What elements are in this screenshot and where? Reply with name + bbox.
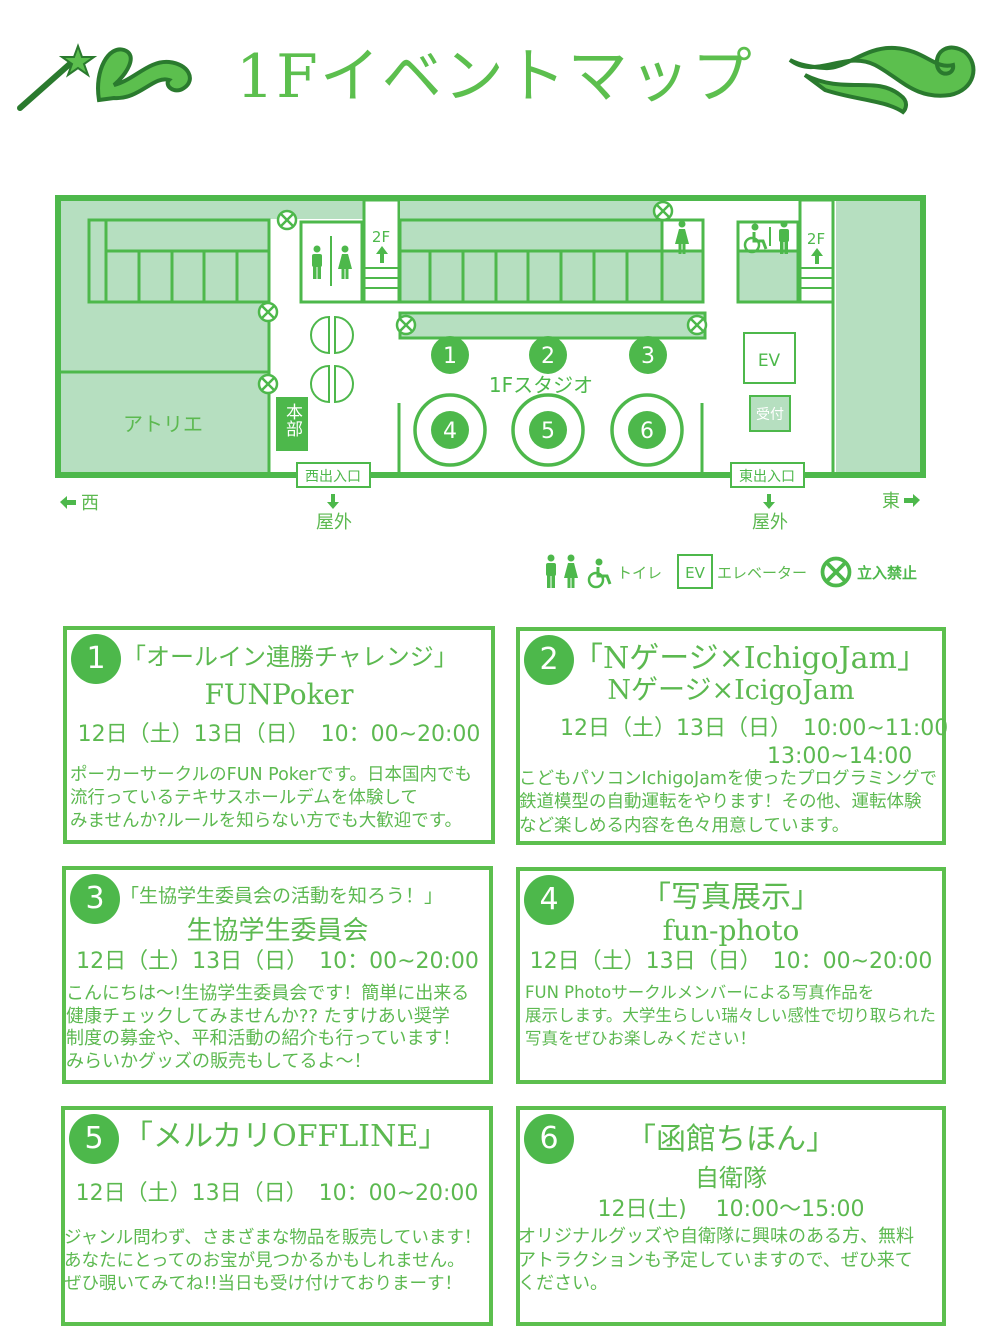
event-organizer: fun-photo [662, 914, 800, 948]
atelier-label: アトリエ [123, 412, 203, 436]
event-title: 「メルカリOFFLINE」 [123, 1119, 449, 1154]
stairs-label-east: 2F [807, 230, 825, 248]
arrow-down-icons [327, 494, 775, 509]
legend-toilet-label: トイレ [617, 564, 662, 582]
legend-elevator-label: エレベーター [717, 564, 807, 582]
event-title: 「生協学生委員会の活動を知ろう！」 [120, 884, 444, 907]
booth-markers: 1 2 3 4 5 6 [413, 336, 684, 467]
event-number-badge: 3 [70, 874, 120, 924]
event-organizer: 生協学生委員会 [186, 916, 369, 947]
legend-no-entry-icon [820, 556, 852, 588]
booth-marker-3: 3 [629, 336, 667, 374]
event-title: 「Nゲージ×IchigoJam」 [573, 641, 927, 676]
booth-marker-1: 1 [431, 336, 469, 374]
event-description-line: ポーカーサークルのFUN Pokerです。日本国内でも [70, 764, 473, 785]
outside-label-west: 屋外 [316, 512, 352, 533]
event-organizer: 自衛隊 [695, 1163, 767, 1192]
event-description-line: など楽しめる内容を色々用意しています。 [519, 815, 850, 836]
booth-marker-2: 2 [529, 336, 567, 374]
booth-circle [628, 411, 666, 449]
event-description-line: こどもパソコンIchigoJamを使ったプログラミングで [519, 768, 937, 789]
event-description-line: オリジナルグッズや自衛隊に興味のある方、無料 [518, 1226, 914, 1248]
booth-number: 3 [641, 344, 655, 369]
event-description-line: 流行っているテキサスホールデムを体験して [70, 787, 418, 808]
reception-label: 受付 [756, 407, 784, 423]
east-entrance-label: 東出入口 [739, 469, 795, 485]
event-title: 「函館ちほん」 [626, 1122, 836, 1157]
east-label: 東 [882, 491, 900, 512]
event-title: 「写真展示」 [641, 880, 821, 915]
outside-label-east: 屋外 [752, 512, 788, 533]
arrow-right-icon [904, 494, 920, 507]
event-time: 12日（土）13日（日） 10：00~20:00 [76, 948, 479, 974]
arrow-left-icon [60, 496, 76, 509]
west-label: 西 [81, 493, 99, 514]
event-description-line: 制度の募金や、平和活動の紹介も行っています！ [66, 1028, 461, 1050]
legend-ev-box: EV [685, 564, 705, 582]
event-description-line: 展示します。大学生らしい瑞々しい感性で切り取られた [525, 1006, 936, 1026]
event-time: 13:00~14:00 [767, 743, 913, 769]
booth-circle [431, 411, 469, 449]
event-description-line: アトラクションも予定していますので、ぜひ来て [518, 1249, 913, 1271]
event-description-line: FUN Photoサークルメンバーによる写真作品を [525, 983, 875, 1003]
booth-number: 4 [443, 419, 457, 444]
booth-marker-4: 4 [413, 393, 487, 467]
booth-marker-5: 5 [511, 393, 585, 467]
event-description-line: ジャンル問わず、さまざまな物品を販売しています！ [64, 1227, 482, 1248]
booth-number: 2 [541, 344, 555, 369]
event-description-line: 写真をぜひお楽しみください！ [525, 1029, 756, 1049]
event-description-line: 鉄道模型の自動運転をやります！その他、運転体験 [519, 792, 922, 812]
event-description-line: 健康チェックしてみませんか?? たすけあい奨学 [66, 1005, 450, 1027]
studio-label: 1Fスタジオ [489, 373, 593, 397]
event-title: 「オールイン連勝チャレンジ」 [122, 642, 458, 671]
booth-marker-6: 6 [610, 393, 684, 467]
stairs-label-west: 2F [372, 228, 390, 246]
magic-wand-swirl-icon [17, 43, 192, 111]
event-organizer: Nゲージ×IcigoJam [607, 674, 855, 706]
event-description-line: ください。 [518, 1273, 608, 1295]
event-number-badge: 4 [524, 875, 574, 925]
event-description-line: みらいかグッズの販売もしてるよ～！ [66, 1050, 372, 1072]
event-description-line: みませんか?ルールを知らない方でも大歓迎です。 [70, 810, 463, 831]
event-number-badge: 5 [69, 1114, 119, 1164]
legend-no-entry-label: 立入禁止 [857, 564, 917, 582]
event-card-6: 6 「函館ちほん」自衛隊 12日(土) 10:00～15:00 オリジナルグッズや自衛… [516, 1106, 946, 1326]
event-card-1: 1「オールイン連勝チャレンジ」 FUNPoker 12日（土）13日（日） 10：0… [63, 626, 495, 844]
booth-number: 6 [640, 419, 654, 444]
booth-number: 5 [541, 419, 555, 444]
booth-circle [629, 336, 667, 374]
event-card-2: 2「Nゲージ×IchigoJam」Nゲージ×IcigoJam 12日（土）13日（… [516, 627, 949, 845]
event-description-line: ぜひ覗いてみてね!!当日も受け付けておりまーす！ [64, 1273, 462, 1294]
elevator-label: EV [758, 351, 781, 371]
event-time: 12日（土）13日（日） 10：00~20:00 [529, 948, 933, 974]
booth-circle [431, 336, 469, 374]
swirl-decoration-icon [788, 45, 976, 115]
hq-label: 本部 [282, 403, 303, 437]
stairs-up-icons [376, 246, 823, 264]
booth-number: 1 [443, 344, 457, 369]
floor-map: 2F 2F アトリエ 本部 1Fスタジオ 1 2 3 4 5 6 EV 受付 西出入口 東… [55, 195, 926, 589]
booth-circle [529, 336, 567, 374]
event-time: 12日（土）13日（日） 10：00~20:00 [77, 721, 481, 747]
event-time: 12日（土）13日（日） 10:00~11:00 [560, 715, 949, 741]
event-card-5: 5「メルカリOFFLINE」 12日（土）13日（日） 10：00~20:00 ジャ… [61, 1106, 493, 1326]
event-number-badge: 2 [524, 635, 574, 685]
legend-toilet-icons [546, 554, 612, 589]
west-entrance-label: 西出入口 [305, 469, 361, 485]
event-description-line: あなたにとってのお宝が見つかるかもしれません。 [64, 1250, 465, 1271]
booth-circle [529, 411, 567, 449]
event-number-badge: 1 [71, 634, 121, 684]
page-title: 1Fイベントマップ [236, 42, 754, 112]
event-organizer: FUNPoker [204, 678, 354, 712]
event-description-line: こんにちは～!生協学生委員会です！簡単に出来る [66, 983, 470, 1005]
event-number-badge: 6 [524, 1114, 574, 1164]
event-time: 12日(土) 10:00～15:00 [597, 1196, 865, 1222]
event-time: 12日（土）13日（日） 10：00~20:00 [75, 1180, 479, 1206]
